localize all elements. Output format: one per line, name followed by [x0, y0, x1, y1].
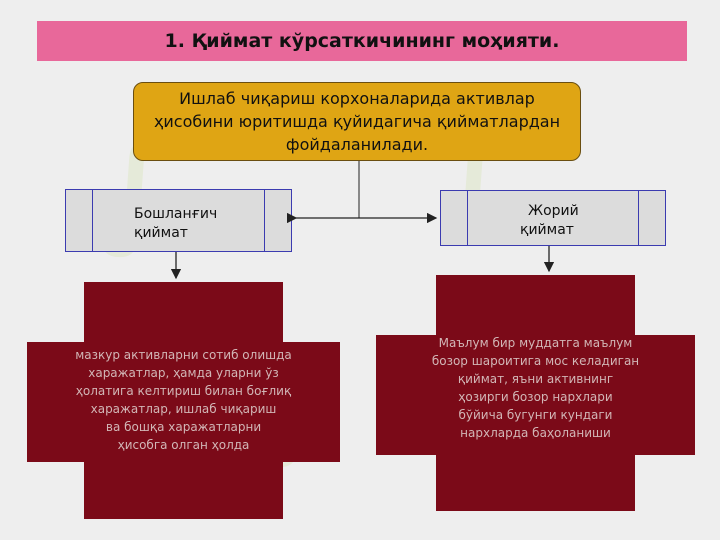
left-dark-box-band	[27, 342, 340, 462]
left-box	[65, 189, 292, 252]
right-description-line: нархларда баҳоланиши	[460, 426, 611, 440]
left-description-line: харажатлар, ишлаб чиқариш	[90, 402, 277, 416]
left-box-label: Бошланғич қиймат	[134, 205, 217, 243]
left-box-line: Бошланғич	[134, 206, 218, 222]
left-description-line: харажатлар, ҳамда уларни ўз	[88, 366, 279, 380]
vertical-connector	[358, 161, 360, 218]
top-box-line: фойдаланилади.	[285, 135, 429, 154]
page-title: 1. Қиймат кўрсаткичининг моҳияти.	[164, 30, 560, 52]
left-description-line: ҳисобга олган ҳолда	[117, 438, 250, 452]
top-box-line: Ишлаб чиқариш корхоналарида активлар	[179, 89, 535, 108]
top-box-line: ҳисобини юритишда қуйидагича қийматларда…	[153, 112, 561, 131]
left-description-line: ва бошқа харажатларни	[105, 420, 262, 434]
right-description-line: қиймат, яъни активнинг	[457, 372, 614, 386]
title-bar: 1. Қиймат кўрсаткичининг моҳияти.	[37, 21, 687, 61]
right-box-inner	[467, 191, 639, 245]
right-description-line: бозор шароитига мос келадиган	[431, 354, 640, 368]
top-box: Ишлаб чиқариш корхоналарида активлар ҳис…	[133, 82, 581, 161]
right-description: Маълум бир муддатга маълум бозор шароити…	[376, 334, 695, 442]
right-box-line: Жорий	[528, 203, 579, 219]
right-description-line: бўйича бугунги кундаги	[458, 408, 613, 422]
left-description: мазкур активларни сотиб олишда харажатла…	[27, 346, 340, 454]
left-description-line: ҳолатига келтириш билан боғлиқ	[75, 384, 292, 398]
right-description-line: ҳозирги бозор нархлари	[458, 390, 613, 404]
right-box	[440, 190, 666, 246]
left-box-line: қиймат	[134, 225, 188, 241]
right-dark-box-band	[376, 335, 695, 455]
left-box-inner	[92, 190, 265, 251]
right-box-line: қиймат	[520, 222, 574, 238]
right-box-label: Жорий қиймат	[520, 202, 579, 240]
top-box-text: Ишлаб чиқариш корхоналарида активлар ҳис…	[154, 87, 560, 156]
right-description-line: Маълум бир муддатга маълум	[438, 336, 633, 350]
left-description-line: мазкур активларни сотиб олишда	[75, 348, 292, 362]
